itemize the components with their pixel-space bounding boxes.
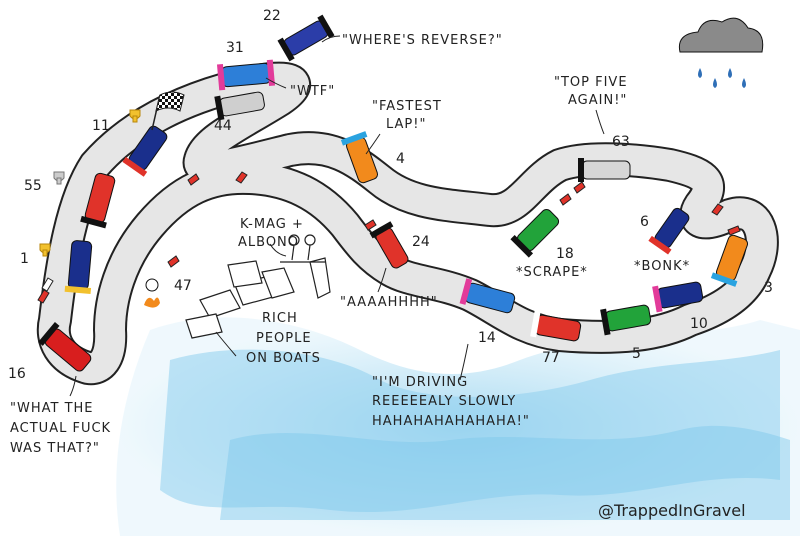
car-14	[459, 278, 516, 314]
car-5	[600, 304, 652, 336]
car-number: 11	[92, 118, 110, 134]
car-63	[578, 158, 631, 182]
car-number: 44	[214, 118, 232, 134]
stick-figures	[280, 234, 325, 263]
note-driving-slowly: "I'M DRIVING	[372, 375, 468, 390]
car-number: 10	[690, 316, 708, 332]
car-number: 31	[226, 40, 244, 56]
car-number: 14	[478, 330, 496, 346]
pointer-lines	[69, 35, 605, 397]
note-rich-people: PEOPLE	[256, 331, 312, 346]
car-55	[80, 172, 116, 229]
note-fastest-lap: "FASTEST	[372, 99, 442, 114]
car-24	[369, 221, 409, 269]
car-number: 55	[24, 178, 42, 194]
car-numbers: 22 31 44 11 55 1 16 47 4 24 63 18 6 3 10…	[8, 8, 773, 382]
note-top-five: "TOP FIVE	[554, 75, 628, 90]
car-6	[648, 207, 690, 255]
note-wheres-reverse: "WHERE'S REVERSE?"	[342, 33, 503, 48]
note-kmag: ALBONO	[238, 235, 299, 250]
car-1	[64, 240, 93, 295]
car-18	[510, 208, 560, 258]
note-wtaf: WAS THAT?"	[10, 441, 100, 456]
signature: @TrappedInGravel	[598, 501, 746, 520]
car-number: 3	[764, 280, 773, 296]
cars	[38, 14, 749, 372]
note-aaah: "AAAAHHHH"	[340, 295, 438, 310]
car-11	[122, 125, 168, 177]
car-number: 4	[396, 151, 405, 167]
note-top-five: AGAIN!"	[568, 93, 627, 108]
note-driving-slowly: HAHAHAHAHAHAHA!"	[372, 414, 530, 429]
note-wtf: "WTF"	[290, 84, 335, 99]
car-10	[652, 281, 704, 313]
note-fastest-lap: LAP!"	[386, 117, 426, 132]
car-number: 18	[556, 246, 574, 262]
note-scrape: *SCRAPE*	[516, 265, 588, 280]
notes: "WHERE'S REVERSE?" "WTF" "FASTEST LAP!" …	[10, 33, 690, 456]
trophy-icon	[39, 109, 141, 257]
car-number: 63	[612, 134, 630, 150]
note-kmag: K-MAG +	[240, 217, 304, 232]
car-number: 5	[632, 346, 641, 362]
track	[36, 61, 779, 386]
car-number: 22	[263, 8, 281, 24]
note-wtaf: ACTUAL FUCK	[10, 421, 111, 436]
car-number: 1	[20, 251, 29, 267]
car-16	[38, 322, 92, 372]
note-rich-people: ON BOATS	[246, 351, 321, 366]
harbour-water	[116, 317, 800, 536]
kerbs	[37, 171, 743, 304]
car-44	[214, 91, 265, 121]
car-number: 6	[640, 214, 649, 230]
car-3	[710, 234, 749, 287]
note-driving-slowly: REEEEEALY SLOWLY	[372, 394, 516, 409]
checkered-flag-icon	[151, 91, 185, 131]
car-number: 47	[174, 278, 192, 294]
note-rich-people: RICH	[262, 311, 298, 326]
car-number: 24	[412, 234, 430, 250]
car-4	[340, 131, 379, 184]
car-77	[530, 310, 582, 342]
car-47-wreck	[144, 278, 160, 308]
car-22	[277, 14, 335, 62]
note-bonk: *BONK*	[634, 259, 690, 274]
car-number: 16	[8, 366, 26, 382]
boats	[185, 257, 331, 339]
note-wtaf: "WHAT THE	[10, 401, 94, 416]
car-number: 77	[542, 350, 560, 366]
rain-cloud-icon	[678, 17, 764, 88]
